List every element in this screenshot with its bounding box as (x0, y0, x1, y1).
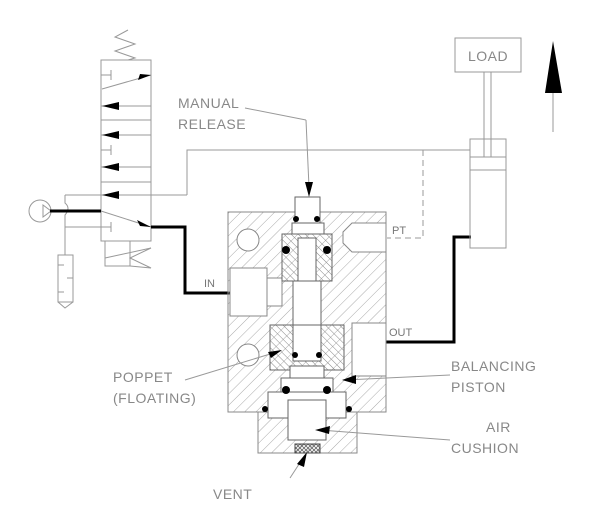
port-in (229, 267, 268, 317)
leader-lines (184, 107, 451, 479)
release-label: RELEASE (178, 116, 246, 132)
manual-label: MANUAL (178, 95, 239, 111)
cushion-label: CUSHION (451, 440, 519, 456)
filter-icon (57, 254, 74, 309)
vent-label: VENT (213, 486, 252, 502)
pt-port-label: PT (392, 225, 406, 237)
valve-spring-bottom-icon (104, 247, 152, 269)
cylinder (469, 71, 507, 249)
port-out (351, 322, 387, 377)
valve-spring-top-icon (113, 29, 137, 61)
in-line (151, 225, 230, 295)
directional-valve (64, 29, 187, 269)
pt-dashed-line (387, 150, 424, 239)
load-box: LOAD (454, 37, 522, 73)
port-pt (342, 222, 387, 253)
up-arrow-icon (545, 41, 562, 132)
floating-label: (FLOATING) (113, 390, 196, 406)
piston-label: PISTON (451, 379, 506, 395)
balancing-label: BALANCING (451, 358, 536, 374)
load-label: LOAD (468, 48, 508, 64)
in-port-label: IN (204, 278, 215, 290)
out-line (385, 235, 471, 344)
air-label: AIR (486, 419, 511, 435)
poppet-label: POPPET (113, 369, 173, 385)
out-port-label: OUT (389, 327, 413, 339)
vent-plug (294, 443, 321, 454)
pump-icon (28, 199, 52, 223)
valve-block (227, 196, 387, 454)
pilot-line (186, 149, 470, 195)
